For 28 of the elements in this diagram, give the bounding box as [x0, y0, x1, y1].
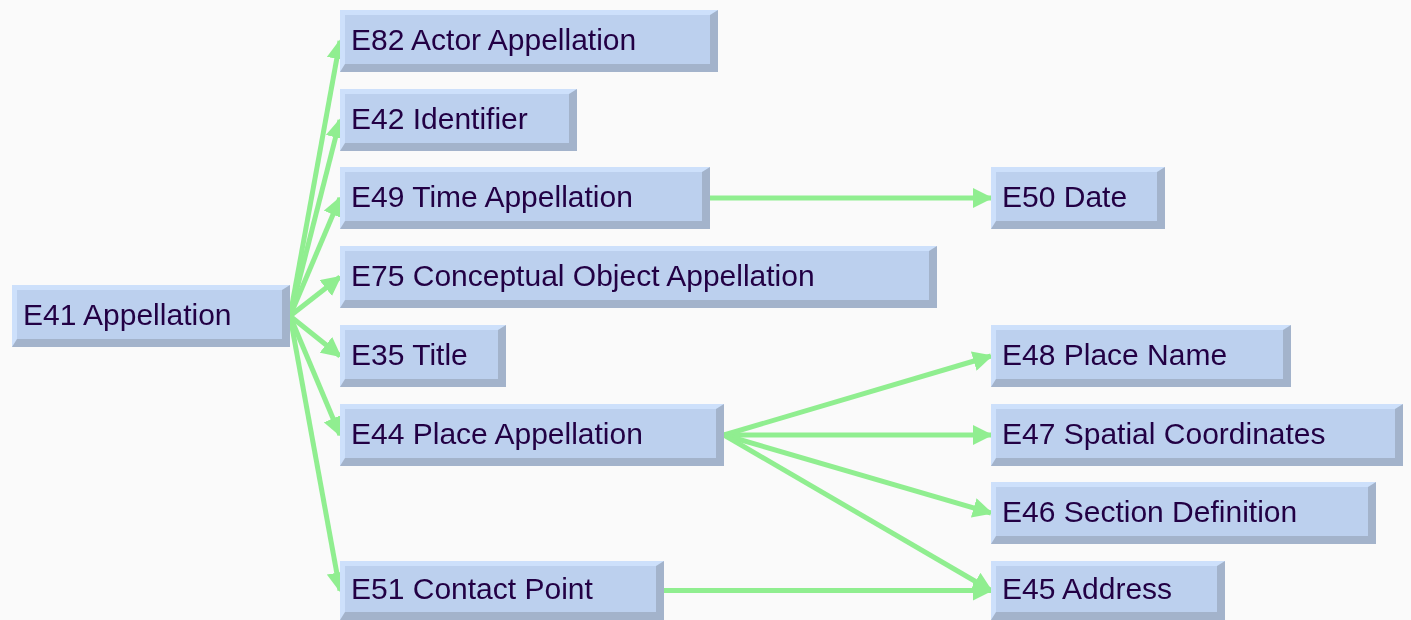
class-box [340, 89, 577, 151]
class-label: E35 Title [351, 337, 468, 372]
class-box [340, 167, 710, 229]
class-box [340, 246, 937, 308]
class-box [340, 561, 664, 620]
class-label: E50 Date [1002, 179, 1128, 214]
class-label: E41 Appellation [23, 297, 232, 332]
class-label: E75 Conceptual Object Appellation [351, 258, 815, 293]
class-label: E46 Section Definition [1002, 494, 1298, 529]
class-box [991, 561, 1225, 620]
class-label: E44 Place Appellation [351, 416, 643, 451]
class-label: E42 Identifier [351, 101, 528, 136]
class-label: E47 Spatial Coordinates [1002, 416, 1326, 451]
arrow [664, 580, 993, 601]
class-label: E82 Actor Appellation [351, 22, 637, 57]
class-box [991, 404, 1403, 466]
class-label: E48 Place Name [1002, 337, 1228, 372]
class-label: E49 Time Appellation [351, 179, 633, 214]
arrow [710, 188, 993, 208]
class-box [991, 167, 1165, 229]
class-box [340, 325, 506, 387]
class-label: E51 Contact Point [351, 572, 593, 606]
class-box [12, 285, 290, 347]
class-box [340, 10, 718, 72]
class-box [991, 482, 1376, 544]
class-box [991, 325, 1291, 387]
class-label: E45 Address [1002, 572, 1173, 606]
class-box [340, 404, 724, 466]
